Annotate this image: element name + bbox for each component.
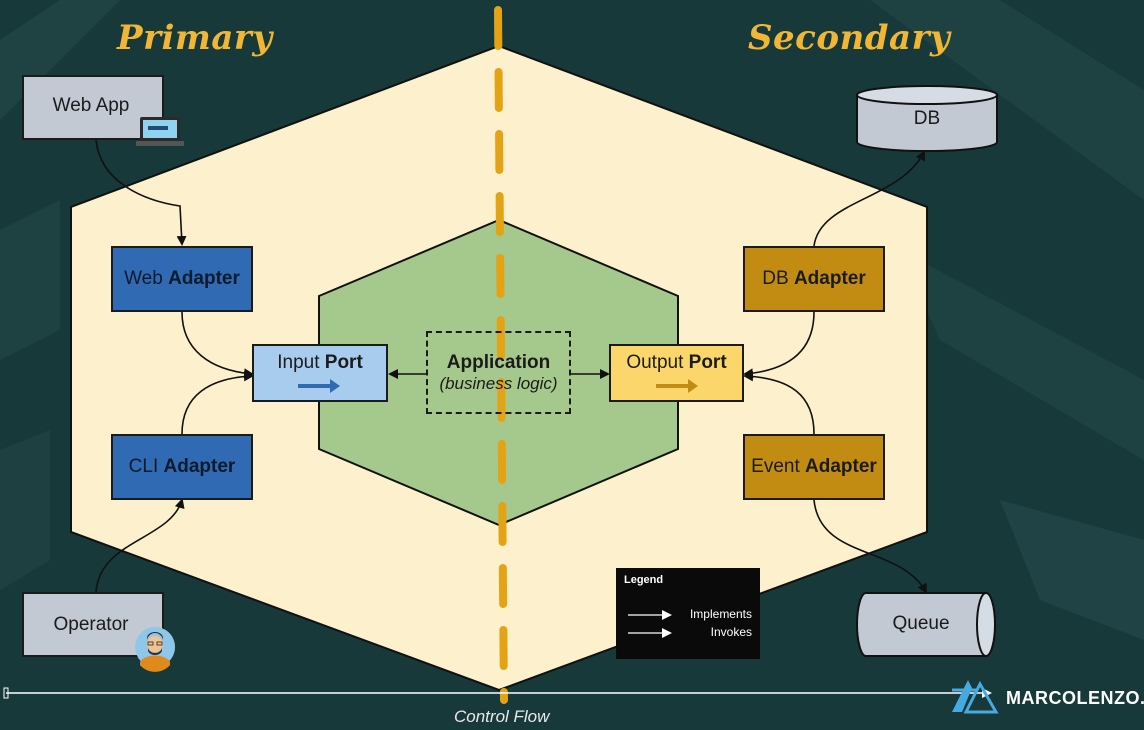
output-port-prefix: Output bbox=[626, 352, 684, 373]
brand-label[interactable]: MARCOLENZO.EU bbox=[1006, 688, 1144, 708]
operator-box: Operator bbox=[22, 592, 164, 657]
input-port-box: Input Port bbox=[252, 344, 388, 402]
arrow-eventadapter-to-outputport bbox=[743, 371, 815, 435]
db-label: DB bbox=[913, 108, 941, 129]
arrow-dbadapter-to-outputport bbox=[743, 311, 815, 379]
web-app-label: Web App bbox=[52, 94, 130, 116]
application-box: Application (business logic) bbox=[426, 331, 571, 414]
arrow-cliadapter-to-inputport bbox=[181, 371, 254, 435]
secondary-heading: Secondary bbox=[748, 18, 951, 58]
output-port-box: Output Port bbox=[609, 344, 744, 402]
primary-heading: Primary bbox=[117, 18, 273, 58]
legend-implements-row: Implements bbox=[626, 607, 752, 623]
control-flow-label: Control Flow bbox=[454, 707, 550, 726]
operator-label: Operator bbox=[53, 613, 129, 635]
arrow-webapp-to-webadapter bbox=[95, 139, 187, 246]
db-adapter-prefix: DB bbox=[762, 268, 789, 289]
center-divider bbox=[494, 6, 508, 704]
event-adapter-prefix: Event bbox=[751, 456, 800, 477]
event-adapter-bold: Adapter bbox=[805, 456, 877, 477]
control-flow-start bbox=[3, 687, 9, 699]
legend-invokes-row: Invokes bbox=[626, 625, 752, 641]
legend-box: Legend Implements Invokes bbox=[616, 568, 760, 659]
queue-label: Queue bbox=[892, 613, 950, 634]
web-adapter-bold: Adapter bbox=[168, 268, 240, 289]
application-title: Application bbox=[446, 351, 551, 373]
application-subtitle: (business logic) bbox=[439, 373, 558, 393]
cli-adapter-bold: Adapter bbox=[163, 456, 236, 477]
db-adapter-bold: Adapter bbox=[793, 268, 866, 289]
arrow-webadapter-to-inputport bbox=[181, 311, 254, 379]
arrow-dbadapter-to-db bbox=[813, 150, 925, 247]
event-adapter-box: Event Adapter bbox=[743, 434, 885, 500]
legend-invokes-label: Invokes bbox=[710, 625, 752, 639]
legend-title: Legend bbox=[624, 574, 664, 586]
cli-adapter-box: CLI Adapter bbox=[111, 434, 253, 500]
db-adapter-box: DB Adapter bbox=[743, 246, 885, 312]
arrow-operator-to-cliadapter bbox=[95, 498, 185, 593]
web-adapter-box: Web Adapter bbox=[111, 246, 253, 312]
queue-cylinder bbox=[856, 592, 996, 657]
brand-logo-icon bbox=[952, 680, 999, 714]
db-cylinder bbox=[856, 85, 998, 152]
output-port-bold: Port bbox=[688, 352, 727, 373]
legend-implements-label: Implements bbox=[689, 607, 752, 621]
input-port-prefix: Input bbox=[277, 352, 320, 373]
web-app-box: Web App bbox=[22, 75, 164, 140]
arrow-eventadapter-to-queue bbox=[813, 499, 927, 594]
cli-adapter-prefix: CLI bbox=[128, 456, 159, 477]
input-port-bold: Port bbox=[324, 352, 363, 373]
web-adapter-prefix: Web bbox=[124, 268, 163, 289]
